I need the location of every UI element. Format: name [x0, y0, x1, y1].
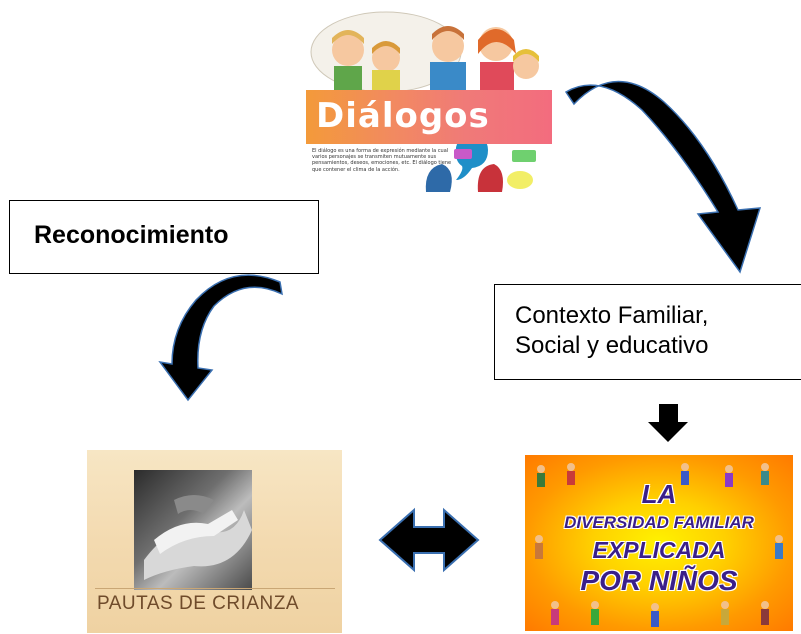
contexto-label: Contexto Familiar, Social y educativo [515, 302, 709, 359]
dialogos-image: Diálogos El diálogo es una forma de expr… [306, 10, 552, 192]
dialogos-illustration [310, 11, 539, 192]
hands-photo [134, 470, 252, 590]
pautas-divider [95, 588, 335, 589]
pautas-image: PAUTAS DE CRIANZA [87, 450, 342, 633]
diversidad-line3: EXPLICADA [592, 537, 726, 563]
dialogos-banner [306, 90, 552, 144]
diversidad-line2: DIVERSIDAD FAMILIAR [564, 513, 754, 532]
curved-arrow-left [158, 274, 283, 402]
families-illustration [535, 463, 783, 627]
dialogos-title: Diálogos [316, 96, 490, 136]
diversidad-image: LA DIVERSIDAD FAMILIAR EXPLICADA POR NIÑ… [525, 455, 793, 631]
dialogos-description: El diálogo es una forma de expresión med… [312, 148, 452, 173]
down-arrow [648, 404, 688, 442]
diversidad-line4: POR NIÑOS [580, 565, 738, 596]
reconocimiento-box: Reconocimiento [9, 200, 319, 274]
contexto-box: Contexto Familiar, Social y educativo [494, 284, 801, 380]
double-arrow [378, 507, 480, 573]
curved-arrow-right [564, 80, 762, 274]
reconocimiento-label: Reconocimiento [34, 221, 229, 249]
pautas-title: PAUTAS DE CRIANZA [97, 593, 300, 614]
diversidad-line1: LA [641, 479, 677, 509]
